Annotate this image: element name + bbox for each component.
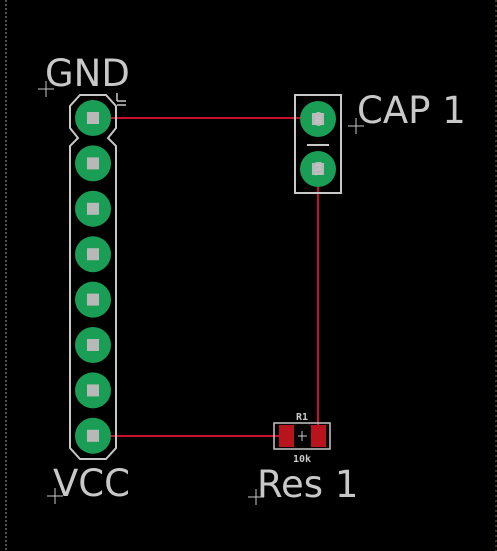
- resistor-footprint: R1 10k: [273, 412, 331, 465]
- header-pin-hole: [87, 429, 99, 442]
- res-value: 10k: [293, 454, 311, 465]
- header-pin-hole: [87, 293, 99, 306]
- cap-pad-2-hole: [312, 163, 324, 175]
- cap-pad-2-net: N$1: [314, 162, 323, 177]
- header-pin: [75, 327, 111, 363]
- header-pin-hole: [87, 157, 99, 170]
- vcc-label-crosshair-icon: [47, 488, 63, 504]
- header-pin-hole: [87, 248, 99, 261]
- header-pin: [75, 145, 111, 182]
- header-pin-hole: [87, 339, 99, 351]
- cap-label-crosshair-icon: [348, 118, 364, 134]
- res-origin-crosshair-icon: [298, 431, 307, 441]
- header-pin1-marker: [116, 93, 126, 106]
- header-pin: [75, 236, 111, 273]
- cap-pad-1-hole: [312, 113, 324, 125]
- res-pad-1: [279, 425, 294, 447]
- header-silkscreen-outline: [69, 94, 117, 460]
- header-pin: [75, 372, 111, 409]
- gnd-label: GND: [45, 52, 130, 95]
- header-pin: [75, 417, 111, 454]
- res-label: Res 1: [257, 463, 358, 506]
- header-pin-hole: [87, 112, 99, 124]
- header-pin: [75, 190, 111, 227]
- capacitor-footprint: GND N$1: [294, 94, 342, 194]
- res-pad-2: [311, 425, 326, 447]
- cap-pad-1-net: GND: [314, 112, 323, 127]
- res-label-crosshair-icon: [248, 489, 264, 505]
- cap-silkscreen-outline: [294, 94, 342, 194]
- vcc-label: VCC: [53, 462, 130, 505]
- pin-header: [69, 93, 126, 460]
- origin-crosshairs: [38, 81, 364, 505]
- res-reference: R1: [296, 412, 308, 423]
- traces: [93, 117, 319, 437]
- header-pin-hole: [87, 202, 99, 215]
- res-silkscreen-outline: [273, 422, 331, 450]
- header-pin: [75, 281, 111, 318]
- header-pin-hole: [87, 384, 99, 397]
- cap-label: CAP 1: [357, 89, 466, 132]
- gnd-label-crosshair-icon: [38, 81, 54, 97]
- header-pin: [75, 100, 111, 136]
